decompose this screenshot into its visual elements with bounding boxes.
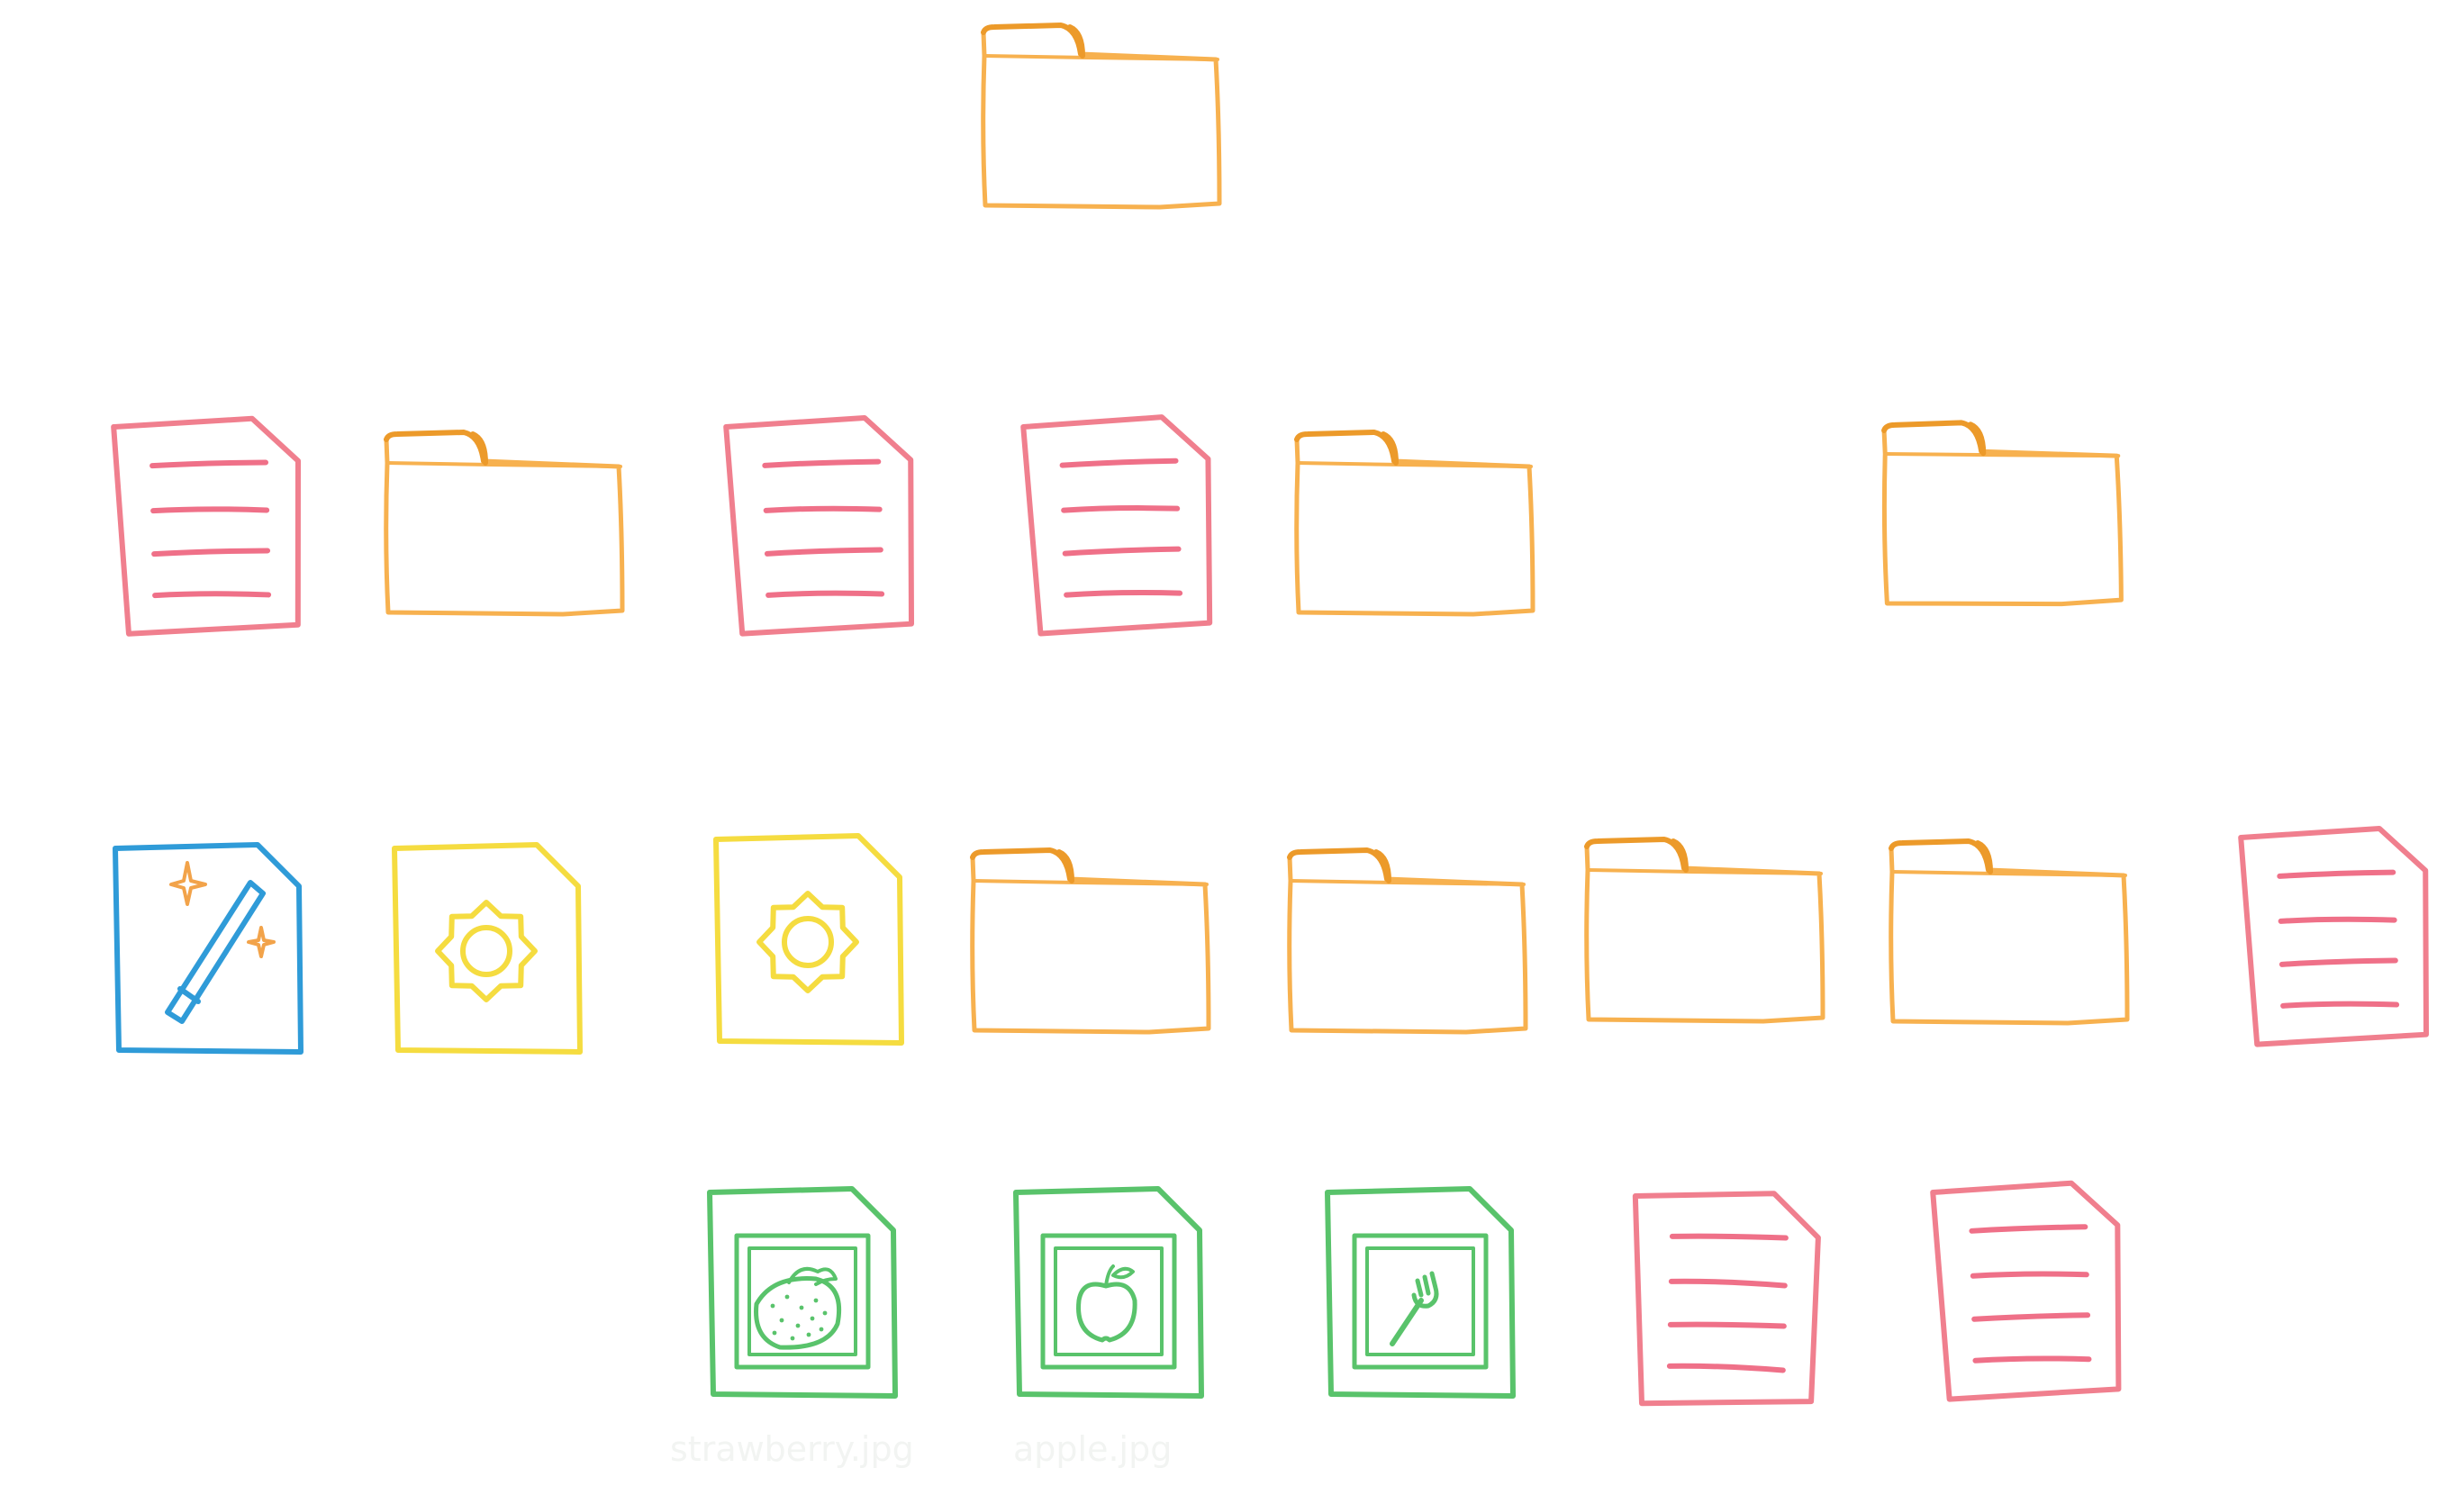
apple-label: apple.jpg bbox=[1013, 1429, 1172, 1469]
apple-image-icon bbox=[1013, 1186, 1204, 1399]
text-file-icon bbox=[111, 415, 302, 637]
text-file-icon bbox=[1632, 1191, 1821, 1407]
fork-image-icon bbox=[1325, 1186, 1516, 1399]
folder-icon bbox=[1294, 430, 1535, 617]
folder-icon bbox=[1889, 838, 2130, 1026]
folder-icon bbox=[1881, 420, 2124, 607]
folder-icon bbox=[1584, 837, 1825, 1024]
folder-icon bbox=[981, 23, 1222, 210]
text-file-icon bbox=[2238, 825, 2430, 1047]
text-file-icon bbox=[1930, 1180, 2122, 1402]
text-file-icon bbox=[723, 414, 915, 637]
strawberry-image-icon bbox=[707, 1186, 898, 1399]
gear-file-icon bbox=[713, 833, 904, 1046]
strawberry-label: strawberry.jpg bbox=[670, 1429, 914, 1469]
tree-nodes bbox=[111, 23, 2430, 1407]
text-file-icon bbox=[1020, 414, 1213, 637]
folder-icon bbox=[1287, 847, 1528, 1035]
folder-icon bbox=[384, 430, 625, 617]
magic-wand-file-icon bbox=[113, 842, 303, 1055]
folder-icon bbox=[970, 847, 1211, 1035]
gear-file-icon bbox=[392, 842, 583, 1055]
